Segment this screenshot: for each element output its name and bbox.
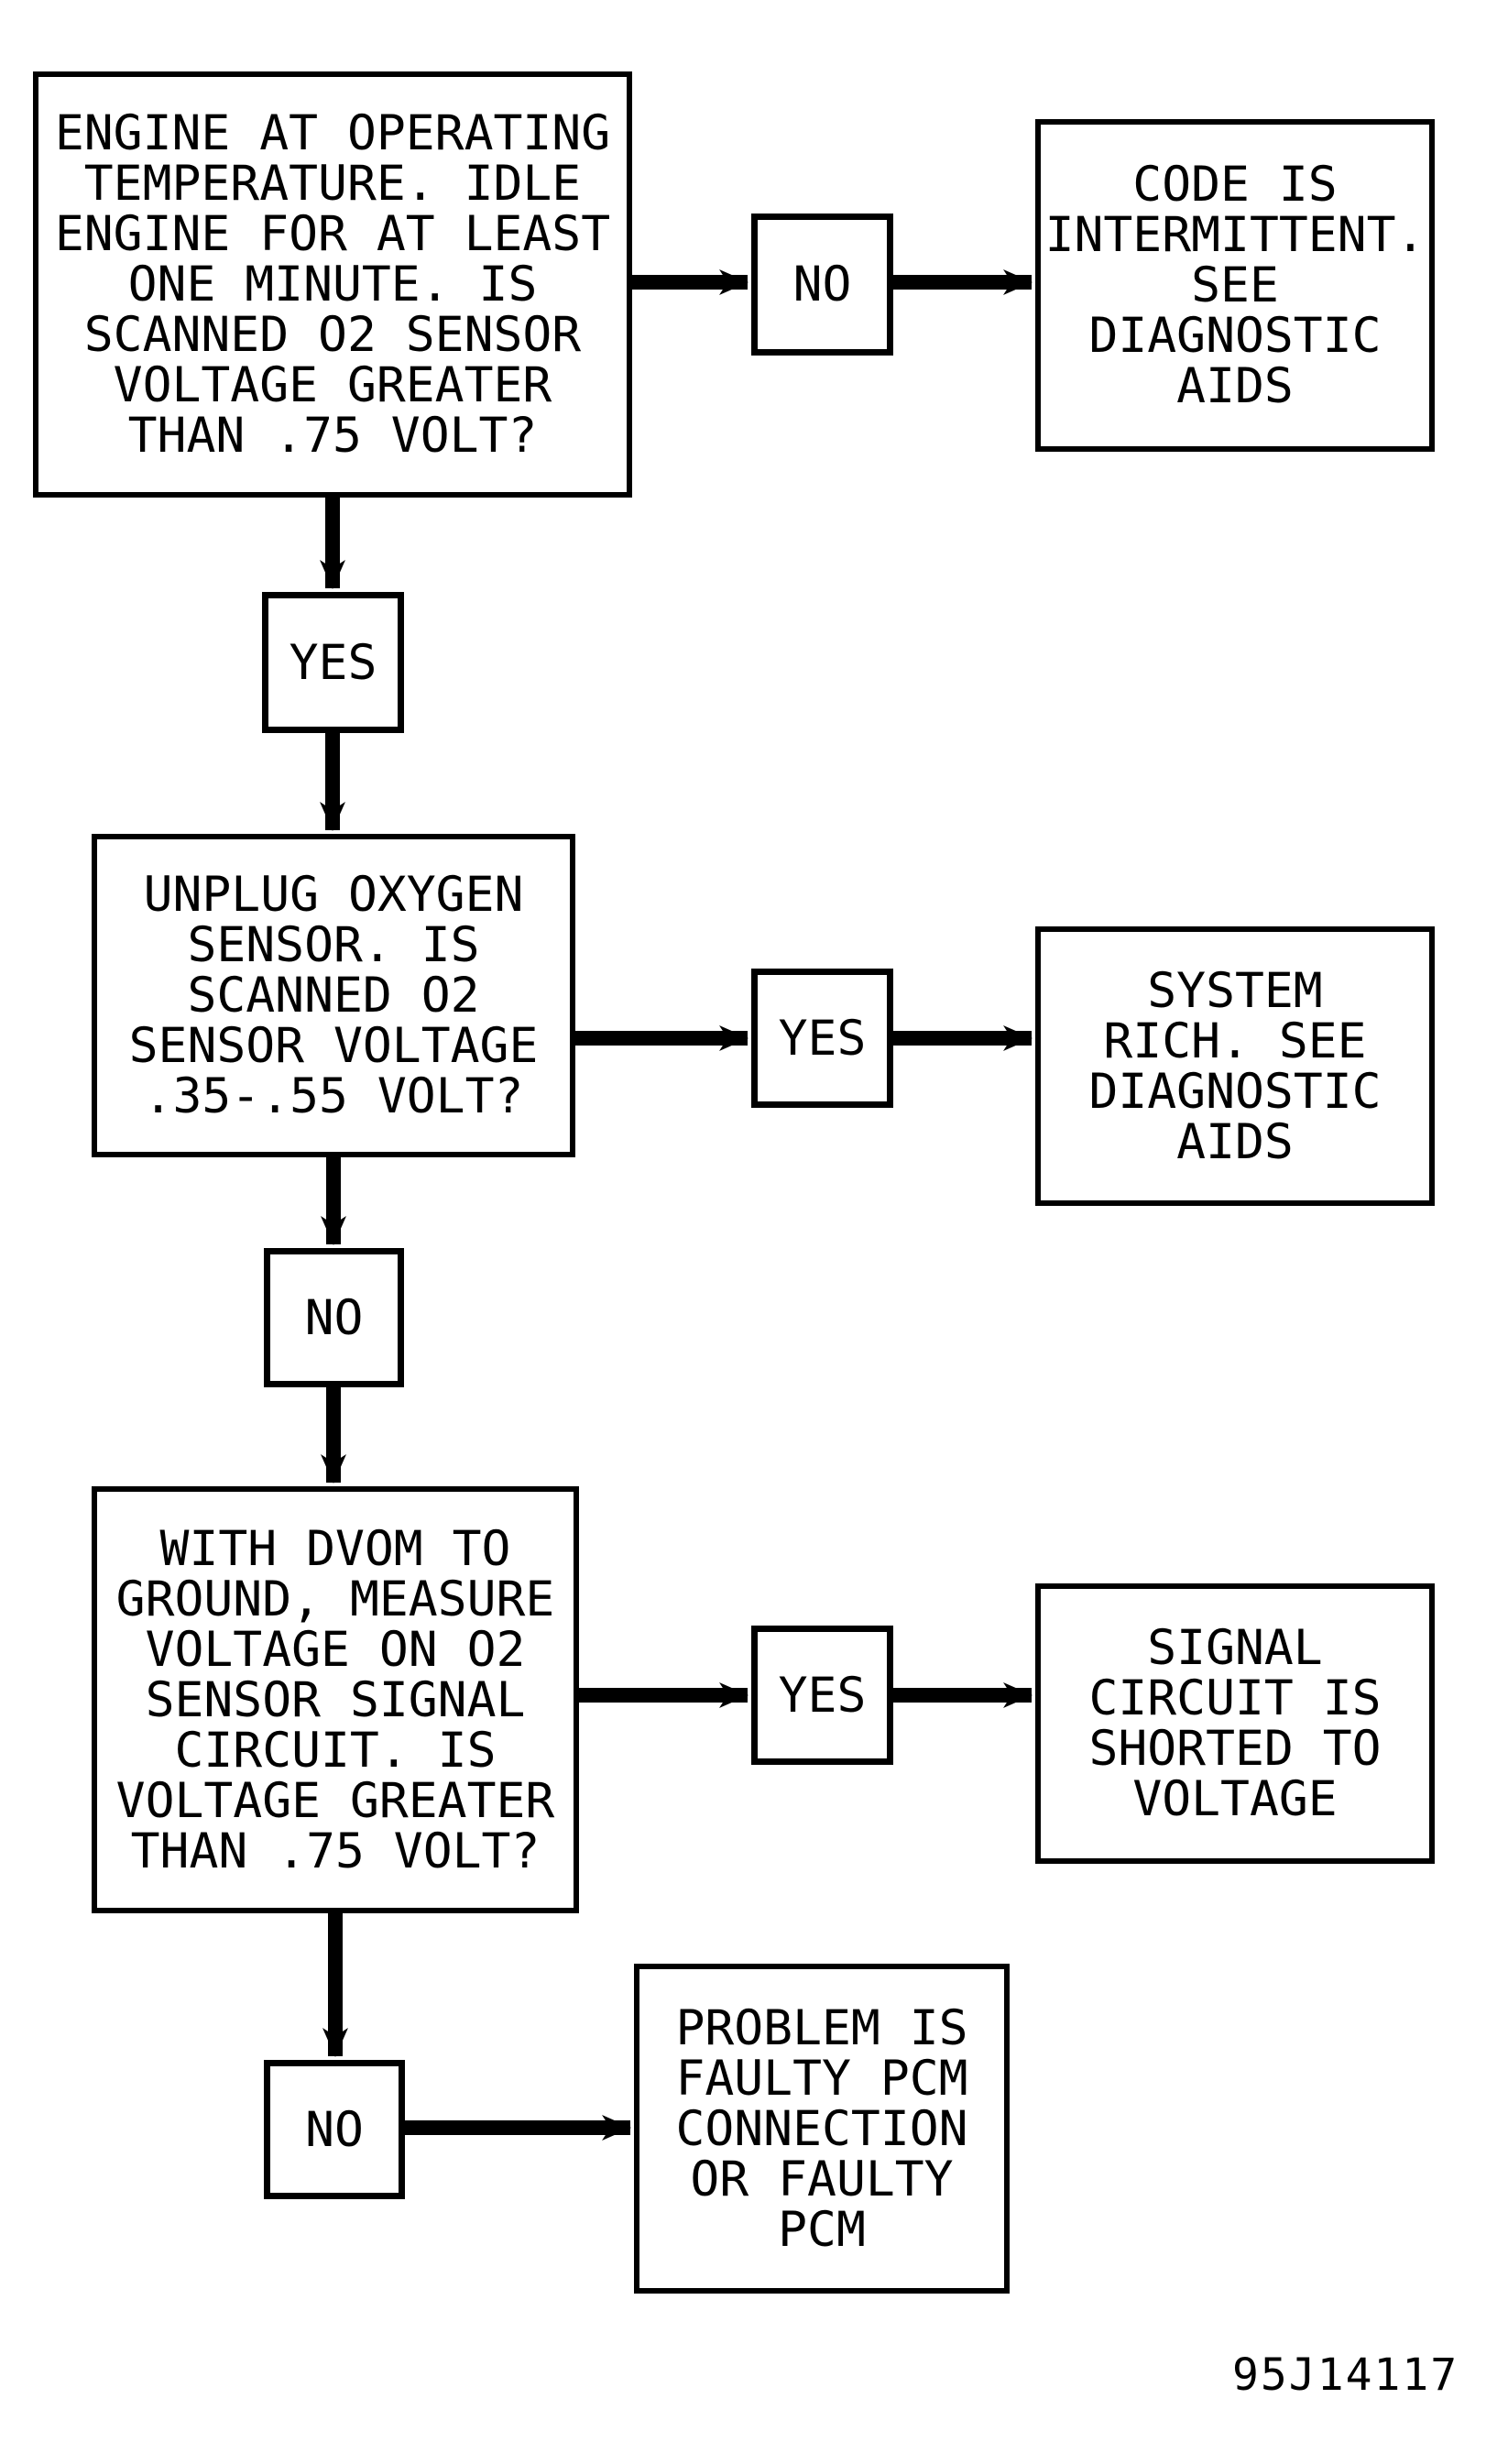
branch-label-no-3-text: NO (305, 2101, 364, 2158)
result-faulty-pcm: PROBLEM IS FAULTY PCM CONNECTION OR FAUL… (634, 1964, 1010, 2294)
step-unplug-oxygen-sensor: UNPLUG OXYGEN SENSOR. IS SCANNED O2 SENS… (92, 834, 575, 1157)
result-signal-circuit-shorted: SIGNAL CIRCUIT IS SHORTED TO VOLTAGE (1035, 1583, 1435, 1864)
result-code-is-intermittent-text: CODE IS INTERMITTENT. SEE DIAGNOSTIC AID… (1044, 157, 1426, 414)
step-dvom-measure-voltage-text: WITH DVOM TO GROUND, MEASURE VOLTAGE ON … (115, 1520, 555, 1879)
step-unplug-oxygen-sensor-text: UNPLUG OXYGEN SENSOR. IS SCANNED O2 SENS… (128, 867, 539, 1124)
branch-label-no-1: NO (751, 214, 893, 356)
branch-label-yes-1: YES (262, 592, 404, 733)
branch-label-no-2: NO (264, 1248, 404, 1387)
branch-label-no-1-text: NO (792, 257, 852, 312)
step-engine-at-operating-temperature-text: ENGINE AT OPERATING TEMPERATURE. IDLE EN… (54, 105, 611, 464)
result-system-rich: SYSTEM RICH. SEE DIAGNOSTIC AIDS (1035, 926, 1435, 1206)
result-signal-circuit-shorted-text: SIGNAL CIRCUIT IS SHORTED TO VOLTAGE (1088, 1620, 1382, 1827)
step-engine-at-operating-temperature: ENGINE AT OPERATING TEMPERATURE. IDLE EN… (33, 71, 632, 498)
branch-label-yes-3-text: YES (778, 1667, 867, 1724)
branch-label-yes-2: YES (751, 969, 893, 1108)
branch-label-yes-3: YES (751, 1626, 893, 1765)
branch-label-yes-1-text: YES (289, 634, 377, 691)
step-dvom-measure-voltage: WITH DVOM TO GROUND, MEASURE VOLTAGE ON … (92, 1486, 579, 1913)
result-faulty-pcm-text: PROBLEM IS FAULTY PCM CONNECTION OR FAUL… (675, 1999, 968, 2258)
branch-label-yes-2-text: YES (778, 1010, 867, 1067)
branch-label-no-2-text: NO (304, 1289, 364, 1346)
result-code-is-intermittent: CODE IS INTERMITTENT. SEE DIAGNOSTIC AID… (1035, 119, 1435, 452)
figure-number: 95J14117 (1232, 2349, 1459, 2401)
result-system-rich-text: SYSTEM RICH. SEE DIAGNOSTIC AIDS (1088, 962, 1382, 1170)
branch-label-no-3: NO (264, 2060, 405, 2199)
